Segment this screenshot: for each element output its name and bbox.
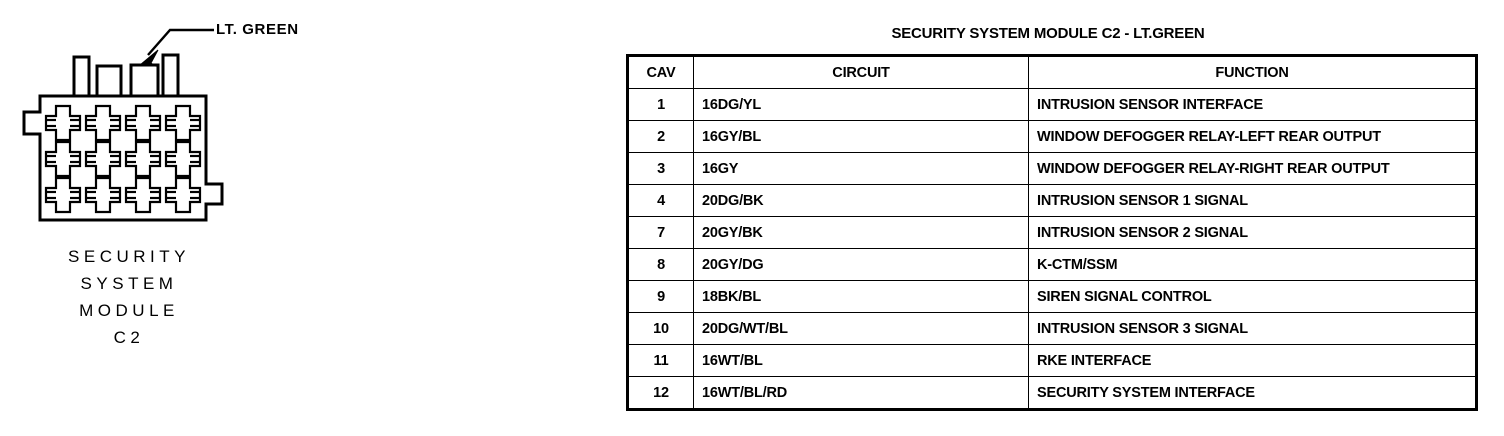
connector-tab-3 [129, 63, 160, 98]
column-header-function: FUNCTION [1028, 55, 1477, 89]
cavity-terminal [124, 176, 162, 214]
connector-caption: SECURITY SYSTEM MODULE C2 [20, 243, 238, 351]
callout-leader-line [138, 28, 214, 67]
cavity-terminal [84, 176, 122, 214]
cavity-terminal [44, 140, 82, 178]
callout-arrowhead [138, 49, 159, 67]
circuit-cell: 16GY/BL [693, 120, 1029, 153]
function-cell: INTRUSION SENSOR 2 SIGNAL [1028, 216, 1477, 249]
cav-cell: 11 [627, 344, 694, 377]
function-cell: SECURITY SYSTEM INTERFACE [1028, 376, 1477, 410]
caption-line-4: C2 [113, 328, 145, 347]
cav-cell: 1 [627, 88, 694, 121]
connector-top-tabs [72, 53, 180, 98]
cav-cell: 7 [627, 216, 694, 249]
cavity-terminal [164, 140, 202, 178]
pinout-table-header: CAV CIRCUIT FUNCTION [627, 55, 1477, 89]
function-cell: RKE INTERFACE [1028, 344, 1477, 377]
cav-cell: 4 [627, 184, 694, 217]
cav-cell: 9 [627, 280, 694, 313]
circuit-cell: 16GY [693, 152, 1029, 185]
table-header-row: CAV CIRCUIT FUNCTION [627, 55, 1477, 89]
caption-line-2: SYSTEM [80, 274, 178, 293]
circuit-cell: 20DG/BK [693, 184, 1029, 217]
function-cell: INTRUSION SENSOR INTERFACE [1028, 88, 1477, 121]
table-title: SECURITY SYSTEM MODULE C2 - LT.GREEN [891, 25, 1205, 42]
circuit-cell: 18BK/BL [693, 280, 1029, 313]
circuit-cell: 20GY/BK [693, 216, 1029, 249]
function-cell: WINDOW DEFOGGER RELAY-RIGHT REAR OUTPUT [1028, 152, 1477, 185]
cavity-terminal [124, 104, 162, 142]
cavity-terminal [164, 104, 202, 142]
function-cell: INTRUSION SENSOR 3 SIGNAL [1028, 312, 1477, 345]
connector-diagram [22, 28, 224, 222]
cavity-terminal [44, 104, 82, 142]
function-cell: INTRUSION SENSOR 1 SIGNAL [1028, 184, 1477, 217]
circuit-cell: 20GY/DG [693, 248, 1029, 281]
cav-cell: 10 [627, 312, 694, 345]
cav-cell: 12 [627, 376, 694, 410]
cavity-terminal [124, 140, 162, 178]
cav-cell: 8 [627, 248, 694, 281]
connector-tab-2 [95, 64, 123, 98]
cavity-terminal [164, 176, 202, 214]
connector-tab-4 [161, 53, 180, 98]
caption-line-1: SECURITY [68, 247, 190, 266]
connector-cavity-grid [44, 104, 202, 214]
cavity-terminal [84, 140, 122, 178]
circuit-cell: 16WT/BL [693, 344, 1029, 377]
caption-line-3: MODULE [79, 301, 179, 320]
cavity-terminal [84, 104, 122, 142]
pinout-table-panel: SECURITY SYSTEM MODULE C2 - LT.GREEN CAV… [624, 0, 1484, 436]
function-cell: SIREN SIGNAL CONTROL [1028, 280, 1477, 313]
circuit-cell: 20DG/WT/BL [693, 312, 1029, 345]
connector-illustration-panel: LT. GREEN SECURITY SYSTEM MODULE C2 [0, 0, 600, 436]
callout-label: LT. GREEN [216, 21, 299, 38]
cav-cell: 2 [627, 120, 694, 153]
column-header-cav: CAV [627, 55, 694, 89]
connector-tab-1 [72, 55, 91, 98]
cavity-terminal [44, 176, 82, 214]
column-header-circuit: CIRCUIT [693, 55, 1029, 89]
circuit-cell: 16WT/BL/RD [693, 376, 1029, 410]
cav-cell: 3 [627, 152, 694, 185]
circuit-cell: 16DG/YL [693, 88, 1029, 121]
function-cell: K-CTM/SSM [1028, 248, 1477, 281]
function-cell: WINDOW DEFOGGER RELAY-LEFT REAR OUTPUT [1028, 120, 1477, 153]
